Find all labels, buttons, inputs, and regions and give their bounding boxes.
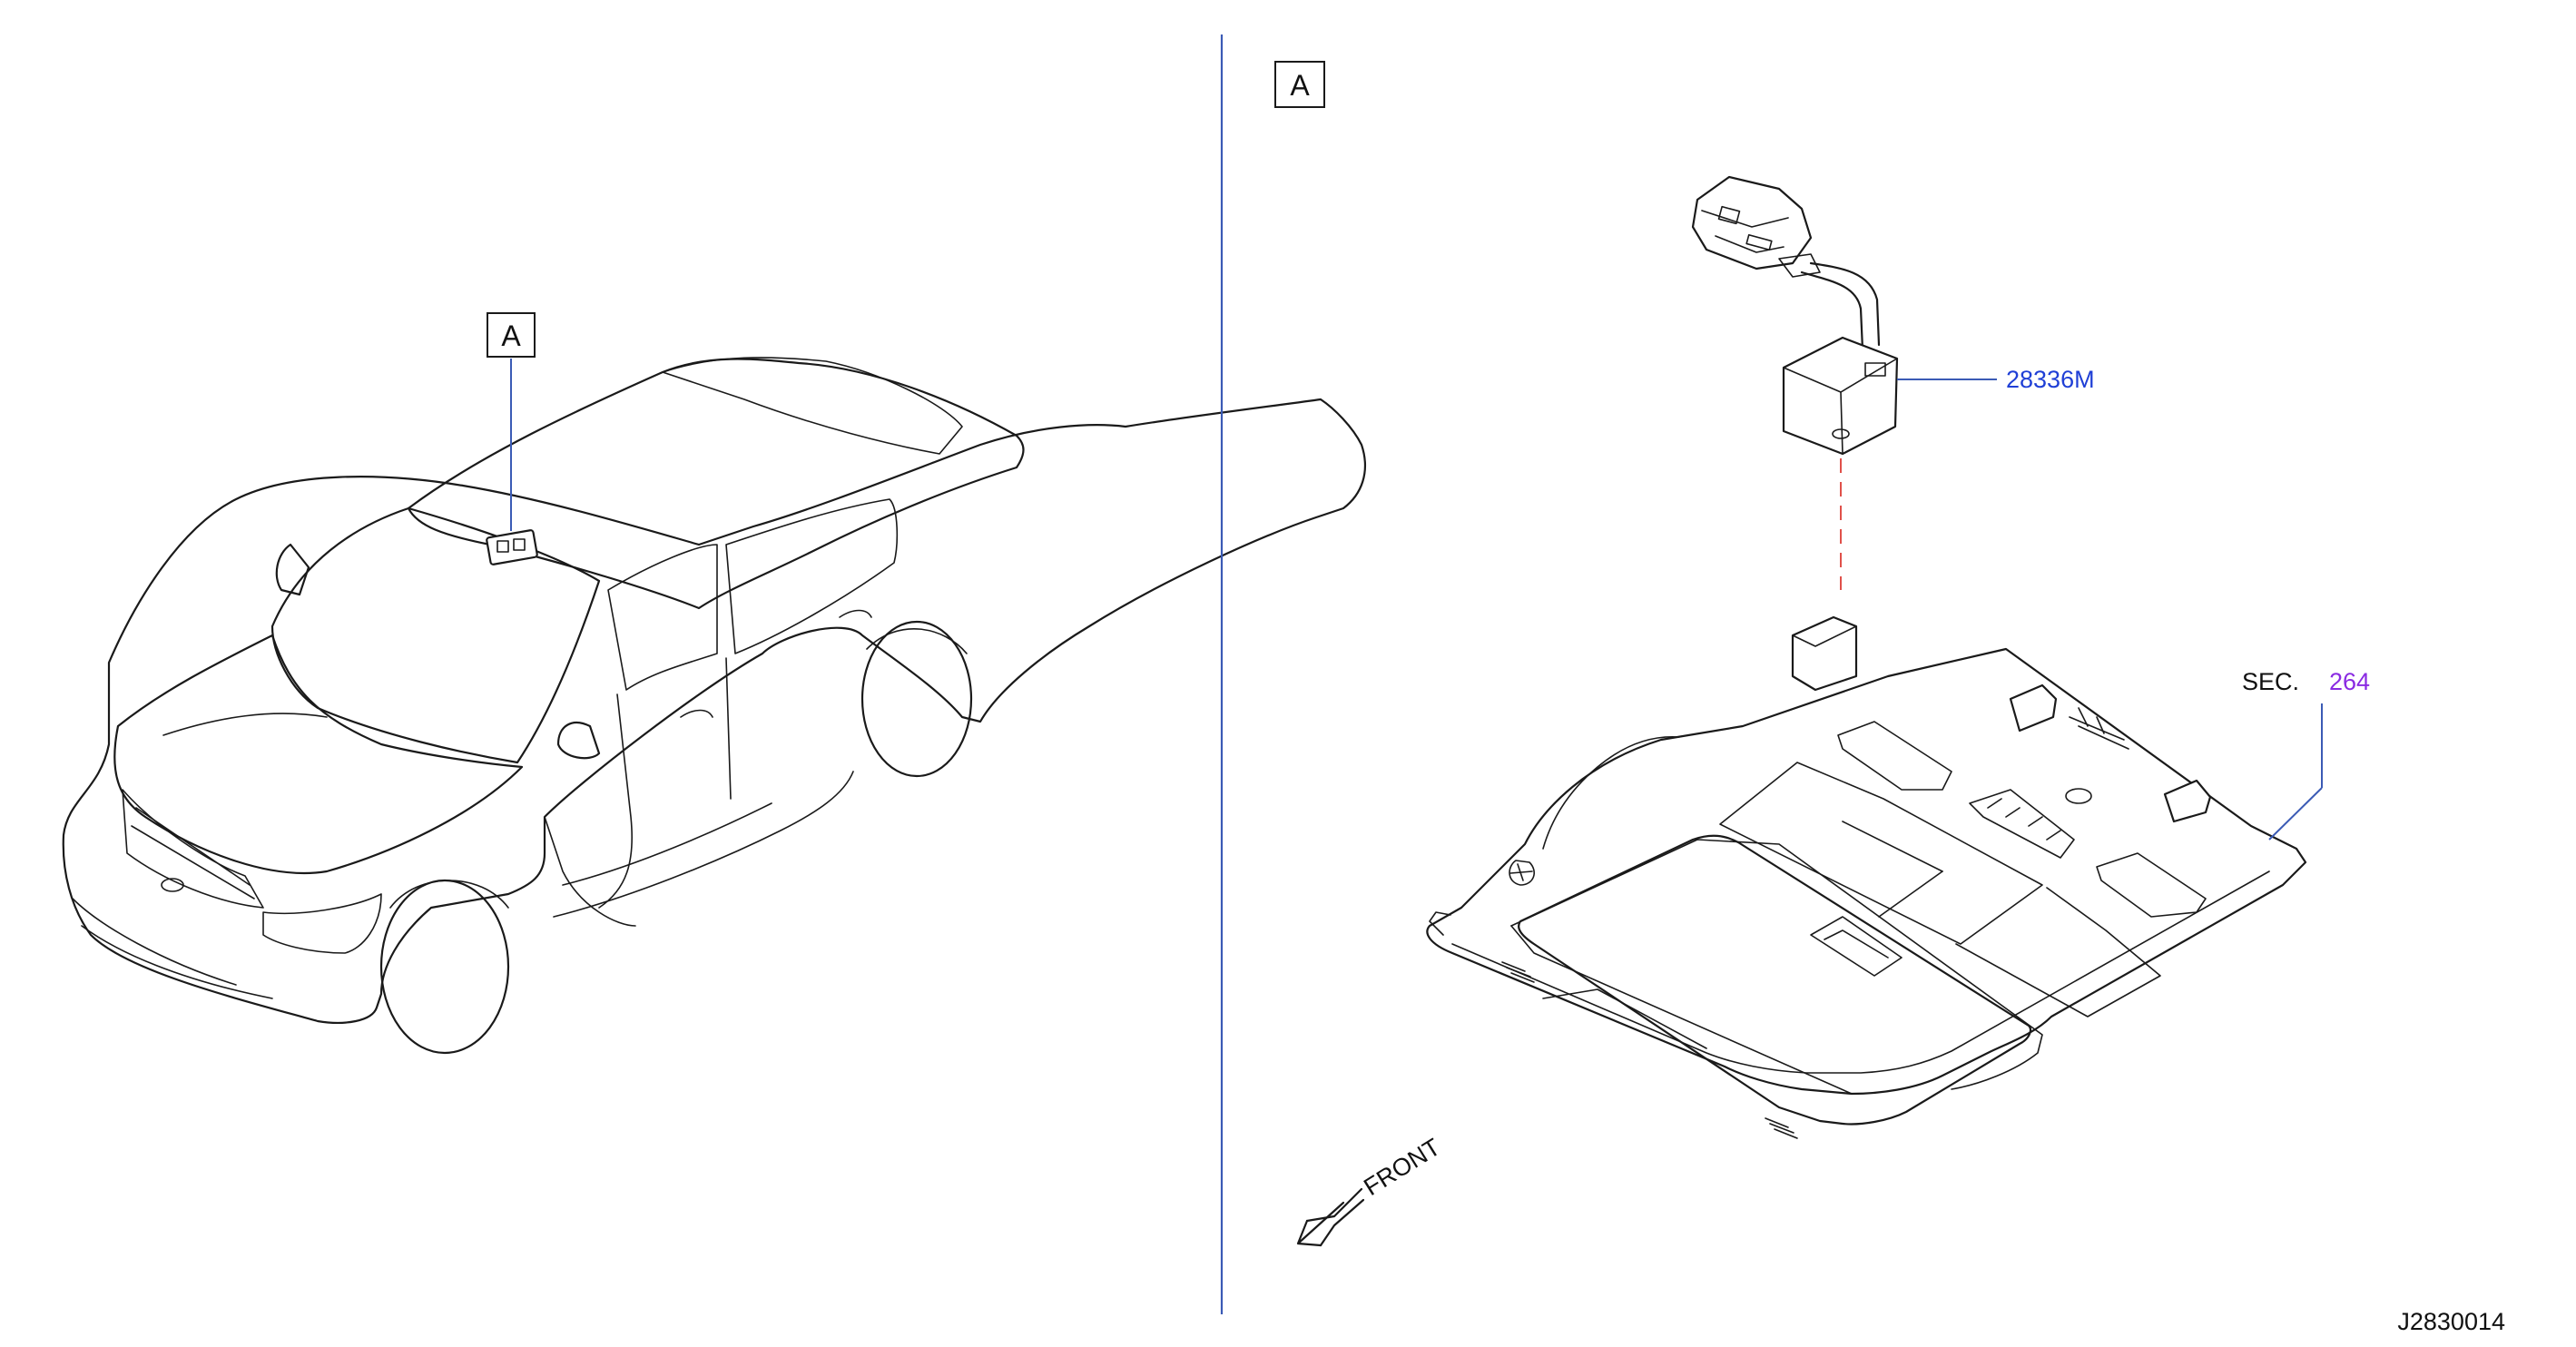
console-vent-right: [1765, 1117, 1798, 1139]
section-number: 264: [2329, 668, 2370, 695]
car-callout-box: A: [487, 312, 536, 358]
front-label: FRONT: [1359, 1133, 1445, 1201]
detail-callout-box: A: [1274, 61, 1325, 108]
section-prefix: SEC.: [2242, 668, 2299, 695]
overhead-console: [1426, 615, 2307, 1139]
connector-plug: [1691, 175, 1881, 351]
sec-leader-diagonal: [2268, 787, 2323, 841]
front-direction-arrow: FRONT: [1296, 1133, 1445, 1247]
module-28336m: [1782, 336, 1899, 456]
detail-view-a: A 28336M: [1274, 61, 2370, 1247]
drawing-id: J2830014: [2397, 1308, 2505, 1335]
part-number-label: 28336M: [2006, 366, 2095, 393]
roof-module-marker: [486, 529, 538, 565]
car-overview: A: [62, 312, 1366, 1055]
detail-callout-letter: A: [1290, 69, 1310, 102]
car-callout-letter: A: [501, 320, 521, 352]
console-vent-left: [1501, 961, 1535, 983]
